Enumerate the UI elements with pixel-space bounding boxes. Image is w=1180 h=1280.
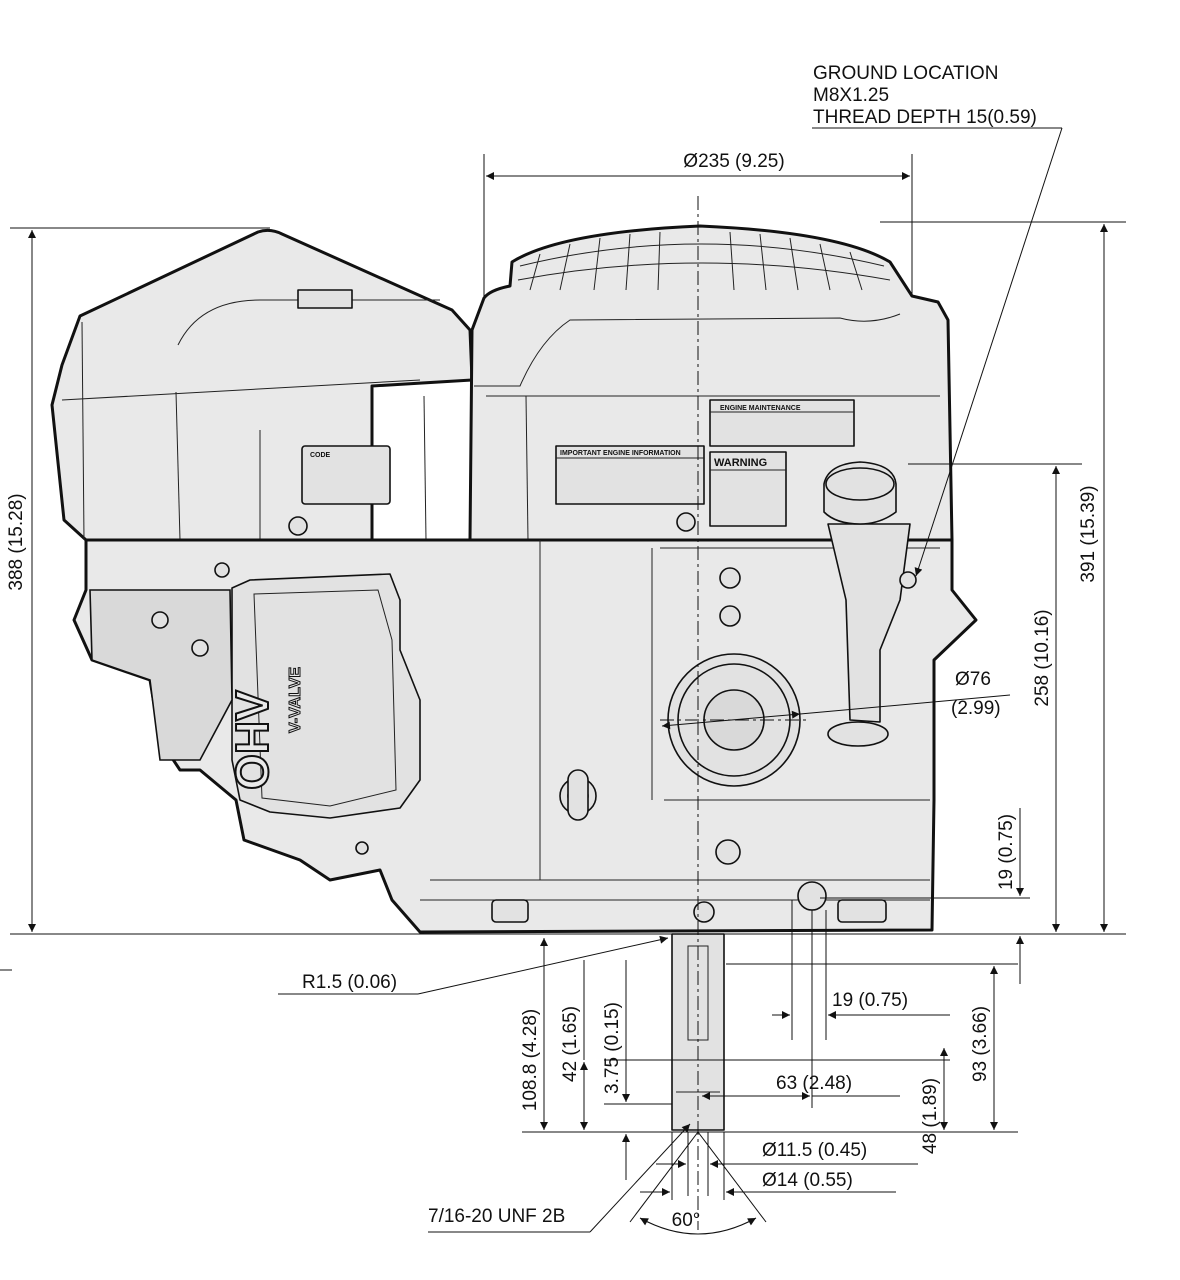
height-right-label: 391 (15.39) (1078, 485, 1099, 582)
height-left-label: 388 (15.28) (6, 493, 27, 590)
dimension-lines (0, 127, 1126, 1235)
length-93-label: 93 (3.66) (970, 1006, 991, 1082)
fuel-tank (50, 228, 474, 542)
code-label: CODE (310, 452, 331, 459)
cylinder-head (231, 573, 421, 819)
maintenance-plate (709, 399, 855, 447)
flange-19-label: 19 (0.75) (996, 814, 1017, 890)
info-label: IMPORTANT ENGINE INFORMATION (560, 450, 681, 457)
v-valve-label: V-VALVE (287, 667, 304, 733)
chamfer-label: 3.75 (0.15) (602, 1002, 623, 1094)
tank-cap (297, 289, 353, 309)
carburetor (89, 589, 233, 761)
thread-label: 7/16-20 UNF 2B (428, 1206, 565, 1227)
ground-note-line3: THREAD DEPTH 15(0.59) (813, 107, 1037, 128)
mount-face-label: 258 (10.16) (1032, 609, 1053, 706)
offset-19-label: 19 (0.75) (832, 990, 908, 1011)
fillet-label: R1.5 (0.06) (302, 972, 397, 993)
dipstick-dia-label-b: (2.99) (951, 698, 1001, 719)
shaft-dia-label: Ø14 (0.55) (762, 1170, 853, 1191)
shaft-length-label: 108.8 (4.28) (520, 1009, 541, 1111)
info-plate (555, 445, 705, 505)
offset-63-label: 63 (2.48) (776, 1073, 852, 1094)
ohv-label: OHV (226, 690, 278, 790)
ground-note-line2: M8X1.25 (813, 85, 889, 106)
ground-note-line1: GROUND LOCATION (813, 63, 998, 84)
shroud-dia-label: Ø235 (9.25) (683, 151, 784, 172)
angle-label: 60° (672, 1210, 701, 1231)
code-plate (301, 445, 391, 505)
bore-dia-label: Ø11.5 (0.45) (762, 1140, 867, 1161)
keyway-label: 42 (1.65) (560, 1006, 581, 1082)
grill-ribs (517, 231, 891, 291)
maintenance-label: ENGINE MAINTENANCE (720, 405, 801, 412)
dipstick-dia-label-a: Ø76 (955, 669, 991, 690)
warning-label: WARNING (714, 457, 767, 469)
engine-body: CODE IMPORTANT ENGINE INFORMATION ENGINE… (50, 224, 978, 934)
warning-plate (709, 451, 787, 527)
length-48-label: 48 (1.89) (920, 1078, 941, 1154)
oil-fill (823, 461, 911, 747)
dimension-labels: GROUND LOCATION M8X1.25 THREAD DEPTH 15(… (6, 63, 1099, 1231)
